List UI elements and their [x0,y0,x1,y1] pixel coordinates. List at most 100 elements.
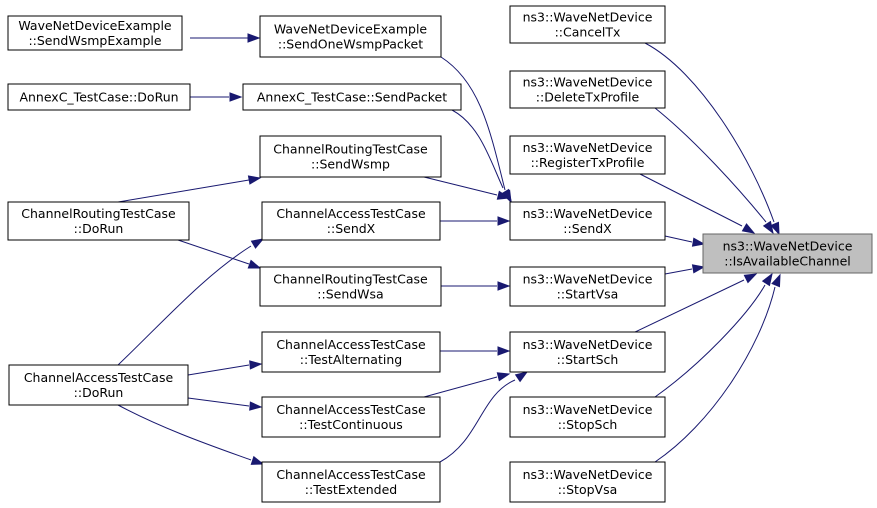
arrowhead-icon [250,238,265,249]
node-catc-testcontinuous[interactable]: ChannelAccessTestCase::TestContinuous [261,396,441,438]
edge-line [654,284,766,398]
node-label-line: ::SendWsmp [311,157,390,172]
edge-line [187,364,250,376]
node-label-line: ::StopVsa [558,482,618,497]
node-label-line: ChannelAccessTestCase [276,402,426,417]
node-wnd-isavailablechannel[interactable]: ns3::WaveNetDevice::IsAvailableChannel [702,233,873,274]
node-label-line: ChannelAccessTestCase [276,337,426,352]
node-label-line: ::DoRun [74,385,124,400]
node-label-line: ::RegisterTxProfile [531,155,645,170]
edge-line [117,404,252,461]
edge-line [634,279,745,333]
edge-line [177,239,250,265]
edge-line [639,173,743,227]
node-box [509,396,666,438]
node-label-line: ::StartSch [557,352,619,367]
node-crtc-dorun[interactable]: ChannelRoutingTestCase::DoRun [7,201,190,241]
node-wnd-stopsch[interactable]: ns3::WaveNetDevice::StopSch [509,396,666,438]
edge-wnd_stopsch-to-wnd_isavailablechannel [654,272,773,398]
arrowhead-icon [496,190,511,200]
node-label-line: ::StartVsa [557,287,619,302]
edge-line [117,179,250,203]
edge-line [187,397,250,407]
node-box [259,266,442,307]
node-catc-testextended[interactable]: ChannelAccessTestCase::TestExtended [261,461,441,503]
arrowhead-icon [247,259,262,269]
edge-catc_testextended-to-wnd_startsch [439,371,529,463]
edge-catc_dorun-to-catc_testcontinuous [187,397,263,411]
node-label-line: ::DeleteTxProfile [536,90,640,105]
edge-line [644,42,775,223]
arrowhead-icon [497,346,511,356]
edge-line [451,109,504,189]
node-catc-testalternating[interactable]: ChannelAccessTestCase::TestAlternating [261,331,441,373]
node-catc-sendx[interactable]: ChannelAccessTestCase::SendX [261,201,441,241]
node-box [7,201,190,241]
edge-crtc_dorun-to-crtc_sendwsmp [117,175,262,203]
arrowhead-icon [247,33,261,43]
node-label-line: ChannelRoutingTestCase [273,142,428,157]
node-label-line: ::CancelTx [555,25,621,40]
node-box [509,331,666,373]
node-wnd-stopvsa[interactable]: ns3::WaveNetDevice::StopVsa [509,461,666,503]
node-box [509,266,666,307]
node-wne-sendwsmpexample[interactable]: WaveNetDeviceExample::SendWsmpExample [7,15,183,51]
edge-wnd_sendx-to-wnd_isavailablechannel [664,235,706,247]
node-label-line: WaveNetDeviceExample [274,22,428,37]
arrowhead-icon [247,175,262,185]
node-catc-dorun[interactable]: ChannelAccessTestCase::DoRun [8,364,189,406]
node-label-line: ns3::WaveNetDevice [523,337,653,352]
node-crtc-sendwsa[interactable]: ChannelRoutingTestCase::SendWsa [259,266,442,307]
arrowhead-icon [496,372,511,382]
arrowhead-icon [497,216,511,226]
arrowhead-icon [770,221,780,236]
arrowhead-icon [762,220,774,235]
node-box [702,233,873,274]
node-label-line: AnnexC_TestCase::SendPacket [257,90,447,105]
node-label-line: ns3::WaveNetDevice [523,206,653,221]
node-wnd-canceltx[interactable]: ns3::WaveNetDevice::CancelTx [509,5,666,44]
node-wnd-deletetxprofile[interactable]: ns3::WaveNetDevice::DeleteTxProfile [509,70,666,109]
node-wnd-startvsa[interactable]: ns3::WaveNetDevice::StartVsa [509,266,666,307]
node-label-line: ::DoRun [74,221,124,236]
edge-catc_dorun-to-catc_testextended [117,404,265,465]
arrowhead-icon [741,223,756,234]
node-box [261,331,441,373]
node-label-line: ::TestContinuous [299,417,403,432]
node-label-line: ChannelAccessTestCase [24,370,174,385]
edge-annexc_dorun-to-annexc_sendpacket [190,92,243,102]
edge-line [664,235,693,243]
edge-wnd_deletetxprofile-to-wnd_isavailablechannel [654,107,774,235]
node-wne-sendonewsmppacket[interactable]: WaveNetDeviceExample::SendOneWsmpPacket [259,15,442,58]
node-label-line: AnnexC_TestCase::DoRun [19,90,178,105]
edge-catc_testalternating-to-wnd_startsch [440,346,511,356]
arrowhead-icon [250,455,265,465]
node-box [8,364,189,406]
node-box [509,461,666,503]
node-label-line: ::SendWsa [317,287,383,302]
node-wnd-startsch[interactable]: ns3::WaveNetDevice::StartSch [509,331,666,373]
node-label-line: ::SendOneWsmpPacket [278,37,423,52]
edge-crtc_sendwsa-to-wnd_startvsa [441,281,511,291]
node-label-line: ::SendX [327,221,376,236]
node-box [242,83,462,111]
node-wnd-sendx[interactable]: ns3::WaveNetDevice::SendX [509,201,666,241]
edge-line [654,286,776,463]
node-annexc-dorun[interactable]: AnnexC_TestCase::DoRun [7,83,191,111]
arrowhead-icon [771,273,781,288]
node-label-line: ChannelAccessTestCase [276,206,426,221]
edges [115,33,781,465]
edge-catc_dorun-to-catc_testalternating [187,360,263,376]
node-label-line: ::StopSch [558,417,618,432]
node-label-line: ::SendX [563,221,612,236]
node-wnd-registertxprofile[interactable]: ns3::WaveNetDevice::RegisterTxProfile [509,135,666,175]
edge-wne_sendonewsmppacket-to-wnd_sendx [440,56,512,204]
edge-line [664,268,693,275]
node-crtc-sendwsmp[interactable]: ChannelRoutingTestCase::SendWsmp [259,135,442,178]
node-annexc-sendpacket[interactable]: AnnexC_TestCase::SendPacket [242,83,462,111]
edge-crtc_dorun-to-crtc_sendwsa [177,239,262,269]
arrowhead-icon [497,281,511,291]
edge-annexc_sendpacket-to-wnd_sendx [451,109,512,203]
arrowhead-icon [514,371,529,383]
arrowhead-icon [249,360,263,370]
